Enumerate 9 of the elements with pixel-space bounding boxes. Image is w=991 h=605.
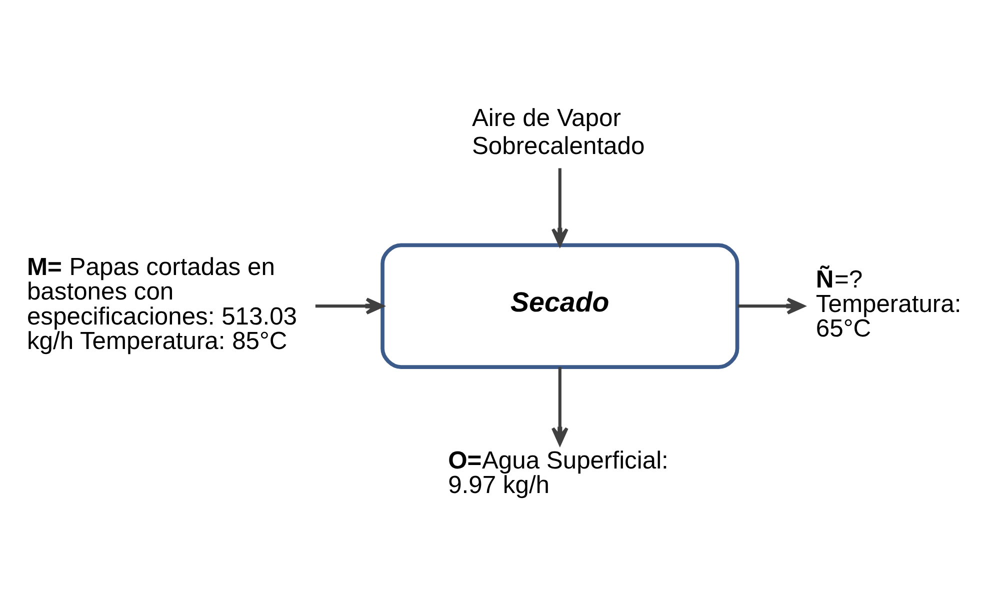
- arrow: [315, 297, 384, 314]
- node-text: M= Papas cortadas en bastones con especificaciones: 513.03 kg/h Temperatura: 85°C: [26, 253, 298, 354]
- node-text: O=Agua Superficial: 9.97 kg/h: [448, 447, 668, 499]
- node-text: Ñ=? Temperatura: 65°C: [816, 266, 962, 342]
- node-text: Aire de Vapor Sobrecalentado: [472, 104, 645, 160]
- arrow: [738, 297, 805, 314]
- arrow: [551, 168, 568, 246]
- arrow: [551, 366, 568, 445]
- node-box: Secado: [380, 242, 740, 368]
